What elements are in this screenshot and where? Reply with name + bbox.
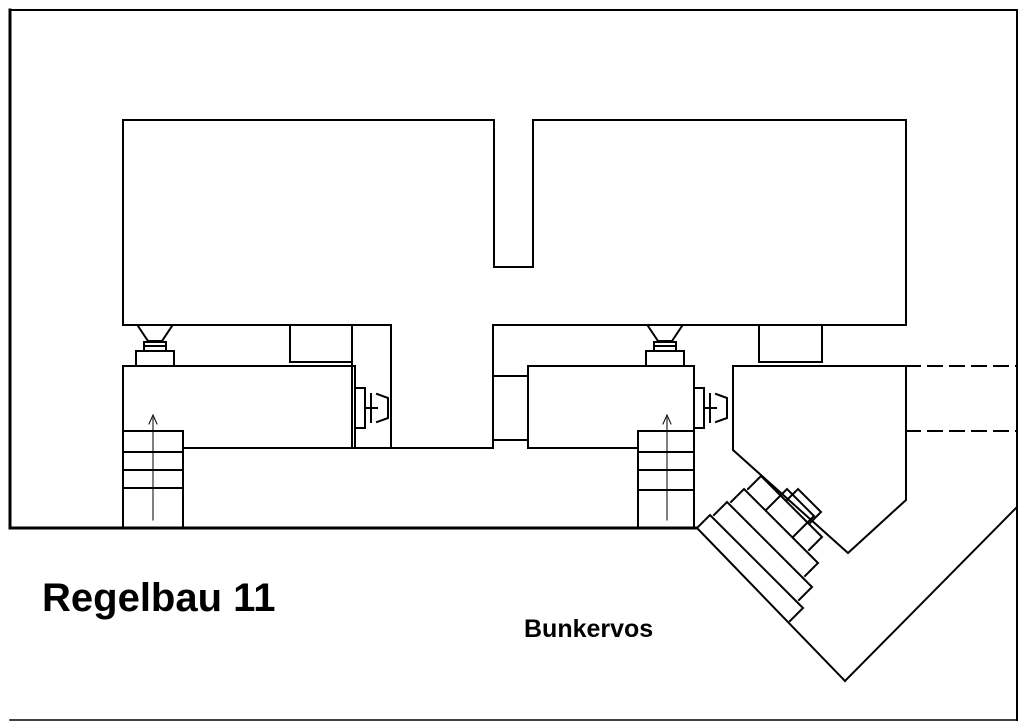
- stepped-embrasure: [695, 474, 824, 623]
- angled-outer-wall: [695, 505, 1019, 683]
- left-door-frame: [354, 387, 366, 429]
- left-entrance-stairs: [122, 413, 184, 529]
- center-connector-block: [492, 375, 529, 441]
- rear-room-block: [122, 119, 907, 449]
- combat-room: [732, 365, 907, 555]
- right-front-room: [527, 365, 695, 529]
- right-door-frame: [693, 387, 705, 429]
- left-wall-pier: [351, 324, 392, 449]
- right-small-block: [758, 324, 823, 363]
- dashed-extension-lines: [905, 365, 1018, 432]
- left-embrasure: [364, 392, 389, 424]
- left-small-block: [289, 324, 353, 363]
- author-credit: Bunkervos: [524, 615, 654, 643]
- right-periscope-mount: [645, 324, 685, 367]
- right-embrasure: [703, 392, 728, 424]
- left-periscope-mount: [135, 324, 175, 367]
- left-front-room: [122, 365, 356, 529]
- diagram-title: Regelbau 11: [42, 576, 276, 620]
- right-entrance-stairs: [637, 413, 695, 529]
